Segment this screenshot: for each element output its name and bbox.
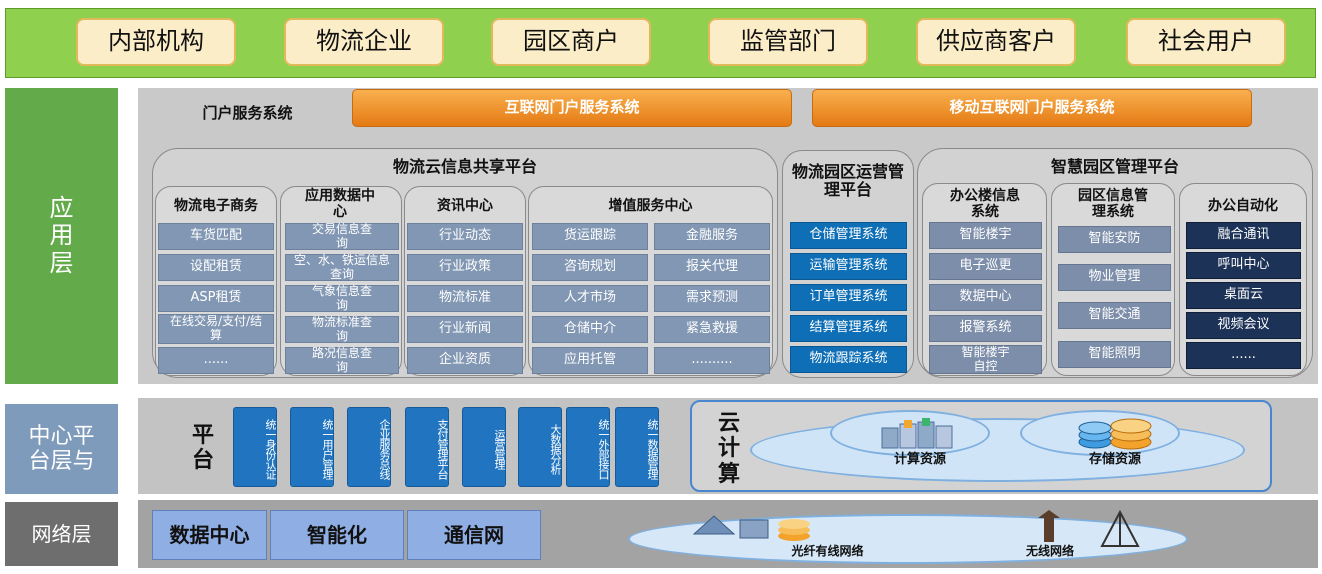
park-ops-item[interactable]: 物流跟踪系统 — [790, 346, 907, 373]
platform-module[interactable]: 统一身份认证 — [233, 407, 277, 487]
network-layer-label: 网络层 — [5, 502, 118, 566]
user-logistics-enterprise[interactable]: 物流企业 — [284, 18, 444, 66]
user-regulator[interactable]: 监管部门 — [708, 18, 868, 66]
server-rack-icon — [880, 418, 956, 450]
ecommerce-item[interactable]: 在线交易/支付/结算 — [158, 314, 274, 344]
info-center-item[interactable]: 企业资质 — [407, 347, 523, 374]
data-center-item[interactable]: 物流标准查询 — [285, 315, 399, 343]
park-info-item[interactable]: 智能照明 — [1058, 341, 1171, 368]
office-building-item[interactable]: 智能楼宇 — [929, 222, 1042, 249]
wireless-tower-icon — [1030, 508, 1150, 548]
user-park-merchant[interactable]: 园区商户 — [491, 18, 651, 66]
park-ops-item[interactable]: 仓储管理系统 — [790, 222, 907, 249]
office-building-item[interactable]: 智能楼宇自控 — [929, 345, 1042, 374]
platform-module[interactable]: 大数据分析 — [518, 407, 562, 487]
value-added-item[interactable]: 报关代理 — [654, 254, 770, 281]
user-supplier-customer[interactable]: 供应商客户 — [916, 18, 1076, 66]
value-added-item[interactable]: 货运跟踪 — [532, 223, 648, 250]
park-ops-item[interactable]: 结算管理系统 — [790, 315, 907, 342]
office-automation-item[interactable]: 呼叫中心 — [1186, 252, 1301, 279]
park-ops-item[interactable]: 订单管理系统 — [790, 284, 907, 311]
office-building-item[interactable]: 报警系统 — [929, 315, 1042, 342]
mobile-portal-bar[interactable]: 移动互联网门户服务系统 — [812, 89, 1252, 127]
platform-label: 平台 — [192, 422, 215, 473]
info-center-item[interactable]: 行业动态 — [407, 223, 523, 250]
value-added-title: 增值服务中心 — [608, 197, 693, 214]
ecommerce-group — [155, 186, 277, 376]
platform-module[interactable]: 统一数据管理 — [615, 407, 659, 487]
value-added-item[interactable]: .......... — [654, 347, 770, 374]
platform-module[interactable]: 统一用户管理 — [290, 407, 334, 487]
office-building-title: 办公楼信息系统 — [950, 187, 1020, 220]
network-devices-icon — [690, 508, 830, 548]
value-added-item[interactable]: 金融服务 — [654, 223, 770, 250]
platform-module[interactable]: 企业服务总线 — [347, 407, 391, 487]
info-center-title: 资讯中心 — [437, 197, 493, 214]
app-layer-label: 应用层 — [5, 88, 118, 384]
compute-resource-label: 计算资源 — [893, 451, 946, 467]
office-automation-item[interactable]: 视频会议 — [1186, 312, 1301, 339]
cloud-sharing-title: 物流云信息共享平台 — [392, 156, 537, 176]
info-center-item[interactable]: 行业新闻 — [407, 316, 523, 343]
network-module-communication[interactable]: 通信网 — [407, 510, 541, 560]
park-ops-title: 物流园区运营管理平台 — [791, 161, 904, 199]
info-center-group — [404, 186, 526, 376]
value-added-item[interactable]: 仓储中介 — [532, 316, 648, 343]
park-info-item[interactable]: 智能安防 — [1058, 226, 1171, 253]
value-added-group — [528, 186, 773, 376]
park-info-item[interactable]: 智能交通 — [1058, 302, 1171, 329]
park-info-title: 园区信息管理系统 — [1078, 187, 1148, 220]
value-added-item[interactable]: 应用托管 — [532, 347, 648, 374]
park-info-item[interactable]: 物业管理 — [1058, 264, 1171, 291]
office-automation-item[interactable]: 融合通讯 — [1186, 222, 1301, 249]
platform-module[interactable]: 统一外部接口 — [566, 407, 610, 487]
portal-system-label: 门户服务系统 — [202, 104, 293, 123]
internet-portal-bar[interactable]: 互联网门户服务系统 — [352, 89, 792, 127]
storage-resource-label: 存储资源 — [1088, 451, 1141, 467]
platform-module[interactable]: 支付管理平台 — [405, 407, 449, 487]
value-added-item[interactable]: 需求预测 — [654, 285, 770, 312]
cloud-computing-label: 云计算 — [718, 411, 741, 487]
office-building-item[interactable]: 电子巡更 — [929, 253, 1042, 280]
office-automation-item[interactable]: 桌面云 — [1186, 282, 1301, 309]
database-stack-icon — [1075, 418, 1159, 452]
ecommerce-item[interactable]: ASP租赁 — [158, 285, 274, 312]
data-center-title: 应用数据中心 — [305, 187, 375, 220]
data-center-item[interactable]: 路况信息查询 — [285, 346, 399, 374]
info-center-item[interactable]: 物流标准 — [407, 285, 523, 312]
park-ops-item[interactable]: 运输管理系统 — [790, 253, 907, 280]
wireless-network-label: 无线网络 — [1025, 544, 1074, 559]
ecommerce-item[interactable]: ...... — [158, 347, 274, 374]
office-building-item[interactable]: 数据中心 — [929, 284, 1042, 311]
data-center-item[interactable]: 空、水、铁运信息查询 — [285, 253, 399, 281]
data-center-item[interactable]: 气象信息查询 — [285, 284, 399, 312]
value-added-item[interactable]: 咨询规划 — [532, 254, 648, 281]
value-added-item[interactable]: 紧急救援 — [654, 316, 770, 343]
platform-module[interactable]: 运营管理 — [462, 407, 506, 487]
fiber-network-label: 光纤有线网络 — [791, 544, 864, 559]
value-added-item[interactable]: 人才市场 — [532, 285, 648, 312]
user-internal-org[interactable]: 内部机构 — [76, 18, 236, 66]
data-center-item[interactable]: 交易信息查询 — [285, 222, 399, 250]
office-automation-item[interactable]: ...... — [1186, 342, 1301, 369]
data-center-group — [280, 186, 402, 376]
platform-layer-label: 中心平台层与 — [5, 404, 118, 494]
network-module-intelligence[interactable]: 智能化 — [270, 510, 404, 560]
ecommerce-item[interactable]: 设配租赁 — [158, 254, 274, 281]
ecommerce-title: 物流电子商务 — [174, 197, 258, 214]
smart-park-title: 智慧园区管理平台 — [1050, 156, 1179, 176]
network-module-datacenter[interactable]: 数据中心 — [152, 510, 267, 560]
info-center-item[interactable]: 行业政策 — [407, 254, 523, 281]
user-public[interactable]: 社会用户 — [1126, 18, 1286, 66]
office-automation-title: 办公自动化 — [1208, 197, 1278, 214]
ecommerce-item[interactable]: 车货匹配 — [158, 223, 274, 250]
